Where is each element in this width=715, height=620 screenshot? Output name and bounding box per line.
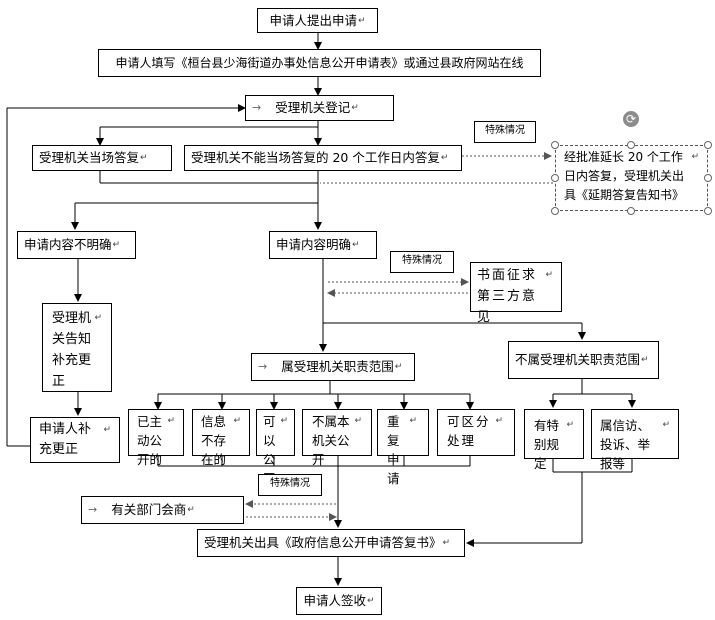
resize-handle-icon[interactable]: [704, 174, 712, 182]
node-third-party: 书面征求第三方意见 ↵: [470, 262, 562, 325]
paragraph-mark: ↵: [351, 103, 359, 113]
node-submit-label: 申请人提出申请: [269, 12, 357, 28]
node-extension-label: 经批准延长 20 个工作日内答复，受理机关出具《延期答复告知书》: [564, 150, 685, 202]
node-repeat-label: 重复申请: [387, 414, 402, 486]
node-published-label: 已主动公开的: [137, 414, 163, 467]
paragraph-mark: ↵: [545, 270, 555, 280]
resize-handle-icon[interactable]: [551, 174, 559, 182]
node-unclear-label: 申请内容不明确: [24, 237, 112, 252]
special-case-label: 特殊情况: [270, 478, 310, 489]
paragraph-mark: ↵: [280, 416, 288, 426]
paragraph-mark: ↵: [691, 152, 699, 162]
node-not-exist-label: 信息不存在的: [201, 414, 227, 467]
node-partial: 可区分处理 ↵: [437, 409, 515, 456]
node-reply-onsite: 受理机关当场答复↵: [32, 145, 172, 171]
node-petition: 属信访、投诉、举报等 ↵: [591, 409, 679, 471]
indent-mark: →: [258, 360, 268, 373]
node-sign-label: 申请人签收: [303, 593, 366, 608]
node-consult: → 有关部门会商↵: [81, 496, 244, 524]
indent-mark: →: [88, 503, 98, 516]
resize-handle-icon[interactable]: [704, 207, 712, 215]
resize-handle-icon[interactable]: [551, 207, 559, 215]
special-case-tag-thirdparty: 特殊情况: [390, 251, 454, 273]
paragraph-mark: ↵: [566, 420, 574, 430]
paragraph-mark: ↵: [352, 240, 360, 250]
paragraph-mark: ↵: [409, 416, 419, 426]
node-issue-reply: 受理机关出具《政府信息公开申请答复书》↵: [197, 529, 465, 557]
node-reply-20days-label: 受理机关不能当场答复的 20 个工作日内答复: [191, 150, 440, 165]
paragraph-mark: ↵: [357, 15, 366, 26]
node-applicant-supplement: 申请人补充更正 ↵: [30, 417, 120, 463]
node-clear: 申请内容明确↵: [269, 231, 377, 259]
node-not-own-label: 不属本机关公开: [312, 414, 350, 467]
paragraph-mark: ↵: [440, 153, 449, 163]
node-published: 已主动公开的 ↵: [128, 409, 184, 467]
paragraph-mark: ↵: [442, 538, 451, 548]
paragraph-mark: ↵: [187, 505, 195, 515]
paragraph-mark: ↵: [167, 416, 175, 426]
node-not-own: 不属本机关公开 ↵: [302, 409, 372, 467]
rotate-handle-icon[interactable]: ⟳: [623, 111, 639, 127]
node-reply-onsite-label: 受理机关当场答复: [39, 150, 140, 165]
paragraph-mark: ↵: [140, 153, 148, 163]
node-special-provision: 有特别规定 ↵: [524, 409, 584, 471]
node-fill-form-label: 申请人填写《桓台县少海街道办事处信息公开申请表》或通过县政府网站在线: [115, 56, 524, 70]
paragraph-mark: ↵: [366, 596, 375, 606]
paragraph-mark: ↵: [94, 313, 102, 323]
resize-handle-icon[interactable]: [627, 207, 635, 215]
paragraph-mark: ↵: [495, 416, 505, 426]
paragraph-mark: ↵: [662, 420, 670, 430]
node-petition-label: 属信访、投诉、举报等: [600, 418, 651, 471]
resize-handle-icon[interactable]: [551, 141, 559, 149]
node-submit: 申请人提出申请↵: [257, 8, 378, 33]
node-register-label: 受理机关登记: [275, 100, 351, 115]
node-notify-supplement-label: 受理机关告知补充更正: [52, 311, 92, 389]
node-out-scope: 不属受理机关职责范围↵: [508, 341, 659, 379]
node-can-publish: 可以公开↵: [256, 409, 295, 486]
node-in-scope: → 属受理机关职责范围↵: [251, 353, 415, 381]
special-case-label: 特殊情况: [485, 125, 525, 136]
node-in-scope-label: 属受理机关职责范围: [281, 359, 394, 374]
node-clear-label: 申请内容明确: [276, 237, 352, 252]
special-case-label: 特殊情况: [402, 255, 442, 266]
indent-mark: →: [252, 101, 262, 114]
paragraph-mark: ↵: [103, 425, 111, 435]
node-register: → 受理机关登记↵: [245, 95, 394, 121]
node-not-exist: 信息不存在的 ↵: [192, 409, 250, 467]
node-consult-label: 有关部门会商: [111, 502, 187, 517]
node-third-party-label: 书面征求第三方意见: [477, 268, 538, 325]
node-notify-supplement: 受理机关告知补充更正↵: [42, 303, 112, 392]
node-partial-label: 可区分处理: [447, 414, 491, 448]
paragraph-mark: ↵: [641, 355, 649, 365]
paragraph-mark: ↵: [394, 362, 403, 372]
node-sign: 申请人签收↵: [296, 587, 382, 615]
node-special-provision-label: 有特别规定: [534, 418, 560, 471]
node-applicant-supplement-label: 申请人补充更正: [39, 422, 92, 457]
paragraph-mark: ↵: [233, 416, 241, 426]
special-case-tag-consult: 特殊情况: [258, 474, 322, 496]
node-repeat: 重复申请 ↵: [377, 409, 429, 486]
node-out-scope-label: 不属受理机关职责范围: [515, 352, 641, 367]
node-reply-20days: 受理机关不能当场答复的 20 个工作日内答复↵: [184, 145, 462, 171]
paragraph-mark: ↵: [112, 240, 121, 250]
node-fill-form: 申请人填写《桓台县少海街道办事处信息公开申请表》或通过县政府网站在线: [98, 49, 541, 77]
resize-handle-icon[interactable]: [627, 141, 635, 149]
special-case-tag-extension: 特殊情况: [474, 121, 536, 143]
node-issue-reply-label: 受理机关出具《政府信息公开申请答复书》: [204, 535, 442, 550]
paragraph-mark: ↵: [354, 416, 362, 426]
resize-handle-icon[interactable]: [704, 141, 712, 149]
node-unclear: 申请内容不明确↵: [17, 231, 136, 259]
node-extension[interactable]: 经批准延长 20 个工作日内答复，受理机关出具《延期答复告知书》 ↵: [555, 145, 708, 211]
